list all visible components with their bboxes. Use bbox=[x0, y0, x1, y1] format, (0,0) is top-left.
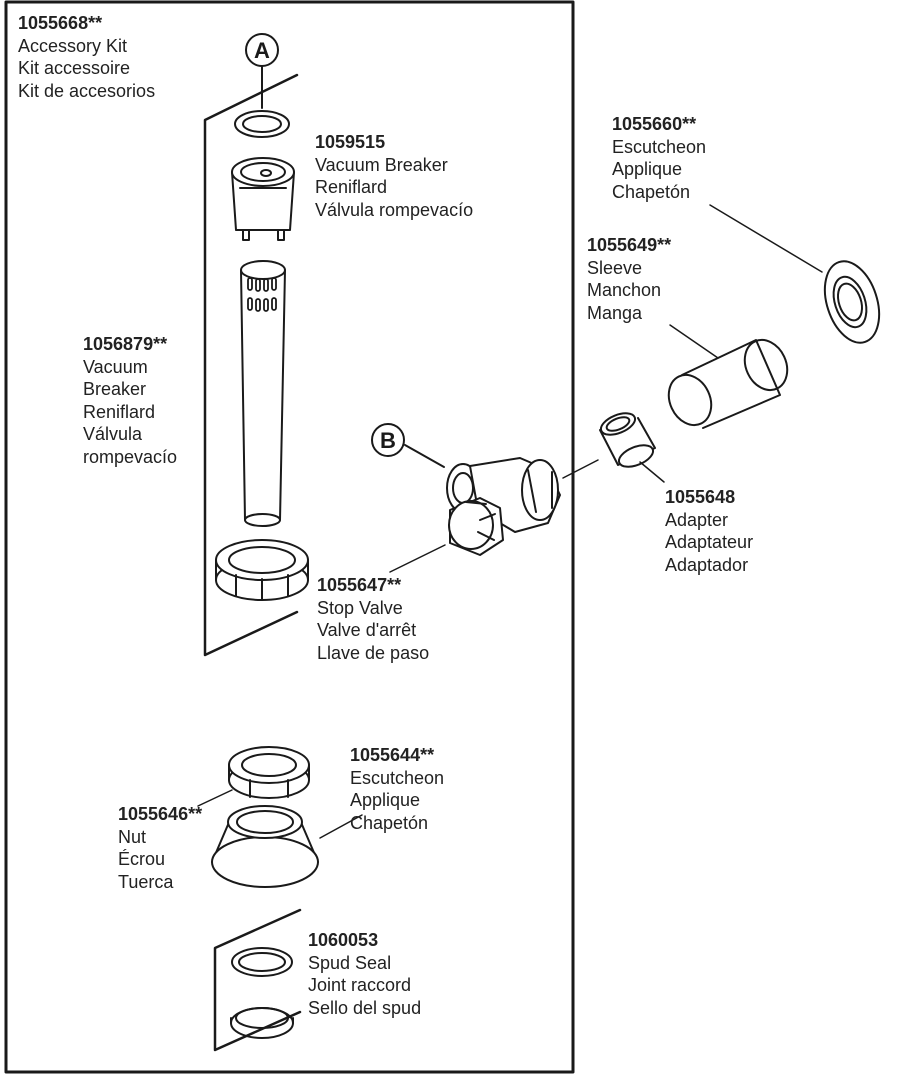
part-name-fr: Applique bbox=[350, 790, 421, 810]
part-name-line: Válvula bbox=[83, 424, 143, 444]
leader-1055647 bbox=[389, 544, 446, 573]
part-name-line: Breaker bbox=[83, 379, 147, 399]
part-name-es: Llave de paso bbox=[317, 642, 430, 663]
tube-coupling-nut bbox=[215, 539, 309, 601]
part-name-line: rompevacío bbox=[83, 446, 178, 467]
valve-axis-line bbox=[562, 459, 599, 479]
part-name-en: Spud Seal bbox=[308, 952, 392, 973]
spud-seal-lower bbox=[230, 1007, 294, 1039]
part-name-fr: Manchon bbox=[587, 280, 662, 300]
label-vacuum-breaker-cap: 1059515 Vacuum Breaker Reniflard Válvula… bbox=[315, 131, 473, 221]
label-adapter: 1055648 Adapter Adaptateur Adaptador bbox=[665, 486, 753, 576]
part-name-fr: Écrou bbox=[118, 849, 166, 869]
leader-1055649 bbox=[669, 324, 719, 359]
part-name-fr: Joint raccord bbox=[308, 975, 412, 995]
callout-a: A bbox=[245, 33, 279, 109]
part-name-fr: Valve d'arrêt bbox=[317, 620, 417, 640]
sleeve bbox=[667, 338, 789, 429]
o-ring-top bbox=[234, 110, 290, 138]
accessory-kit-frame bbox=[4, 0, 575, 1074]
part-name-es: Kit de accesorios bbox=[18, 80, 156, 101]
part-name-fr: Kit accessoire bbox=[18, 58, 131, 78]
leader-1055660 bbox=[709, 204, 823, 273]
adapter bbox=[599, 412, 656, 468]
part-number: 1055649** bbox=[587, 235, 672, 255]
part-name-en: Sleeve bbox=[587, 257, 643, 278]
leader-1055644 bbox=[319, 814, 363, 839]
part-number: 1055648 bbox=[665, 487, 736, 507]
wall-escutcheon bbox=[823, 260, 881, 344]
label-sleeve: 1055649** Sleeve Manchon Manga bbox=[587, 234, 671, 324]
part-number: 1055668** bbox=[18, 13, 103, 33]
part-name-es: Chapetón bbox=[350, 812, 429, 833]
part-name-fr: Adaptateur bbox=[665, 532, 754, 552]
part-number: 1055660** bbox=[612, 114, 697, 134]
label-spud-escutcheon: 1055644** Escutcheon Applique Chapetón bbox=[350, 744, 444, 834]
label-accessory-kit: 1055668** Accessory Kit Kit accessoire K… bbox=[18, 12, 155, 102]
kit-bracket-upper bbox=[203, 73, 299, 657]
spud-nut bbox=[228, 746, 310, 799]
part-name-fr: Reniflard bbox=[315, 177, 388, 197]
part-name-line: Reniflard bbox=[83, 401, 156, 422]
part-name-es: Manga bbox=[587, 302, 643, 323]
label-vacuum-breaker-tube: 1056879** Vacuum Breaker Reniflard Válvu… bbox=[83, 333, 177, 468]
part-name-en: Accessory Kit bbox=[18, 35, 128, 56]
vacuum-breaker-tube bbox=[240, 260, 286, 527]
part-name-en: Nut bbox=[118, 826, 147, 847]
vacuum-breaker-cap bbox=[231, 157, 295, 241]
kit-bracket-lower bbox=[213, 908, 302, 1052]
part-name-line: Vacuum bbox=[83, 356, 148, 377]
callout-b-letter: B bbox=[380, 428, 396, 453]
part-name-en: Adapter bbox=[665, 509, 729, 530]
part-name-en: Stop Valve bbox=[317, 597, 403, 618]
part-number: 1055646** bbox=[118, 804, 203, 824]
part-name-es: Válvula rompevacío bbox=[315, 199, 474, 220]
part-name-es: Tuerca bbox=[118, 871, 174, 892]
leader-1055646 bbox=[197, 789, 233, 807]
part-number: 1056879** bbox=[83, 334, 168, 354]
part-name-es: Adaptador bbox=[665, 554, 749, 575]
label-wall-escutcheon: 1055660** Escutcheon Applique Chapetón bbox=[612, 113, 706, 203]
leader-1055648 bbox=[639, 461, 665, 483]
part-number: 1055647** bbox=[317, 575, 402, 595]
callout-b: B bbox=[371, 423, 445, 468]
label-spud-seal: 1060053 Spud Seal Joint raccord Sello de… bbox=[308, 929, 421, 1019]
callout-a-letter: A bbox=[254, 38, 270, 63]
part-name-en: Vacuum Breaker bbox=[315, 154, 448, 175]
label-nut: 1055646** Nut Écrou Tuerca bbox=[118, 803, 202, 893]
spud-seal-upper bbox=[231, 947, 293, 977]
part-name-es: Chapetón bbox=[612, 181, 691, 202]
spud-escutcheon bbox=[211, 805, 319, 888]
part-name-es: Sello del spud bbox=[308, 997, 422, 1018]
label-stop-valve: 1055647** Stop Valve Valve d'arrêt Llave… bbox=[317, 574, 429, 664]
part-number: 1055644** bbox=[350, 745, 435, 765]
part-number: 1059515 bbox=[315, 132, 386, 152]
part-name-en: Escutcheon bbox=[350, 767, 445, 788]
stop-valve bbox=[446, 457, 561, 556]
part-name-en: Escutcheon bbox=[612, 136, 707, 157]
part-name-fr: Applique bbox=[612, 159, 683, 179]
part-number: 1060053 bbox=[308, 930, 379, 950]
